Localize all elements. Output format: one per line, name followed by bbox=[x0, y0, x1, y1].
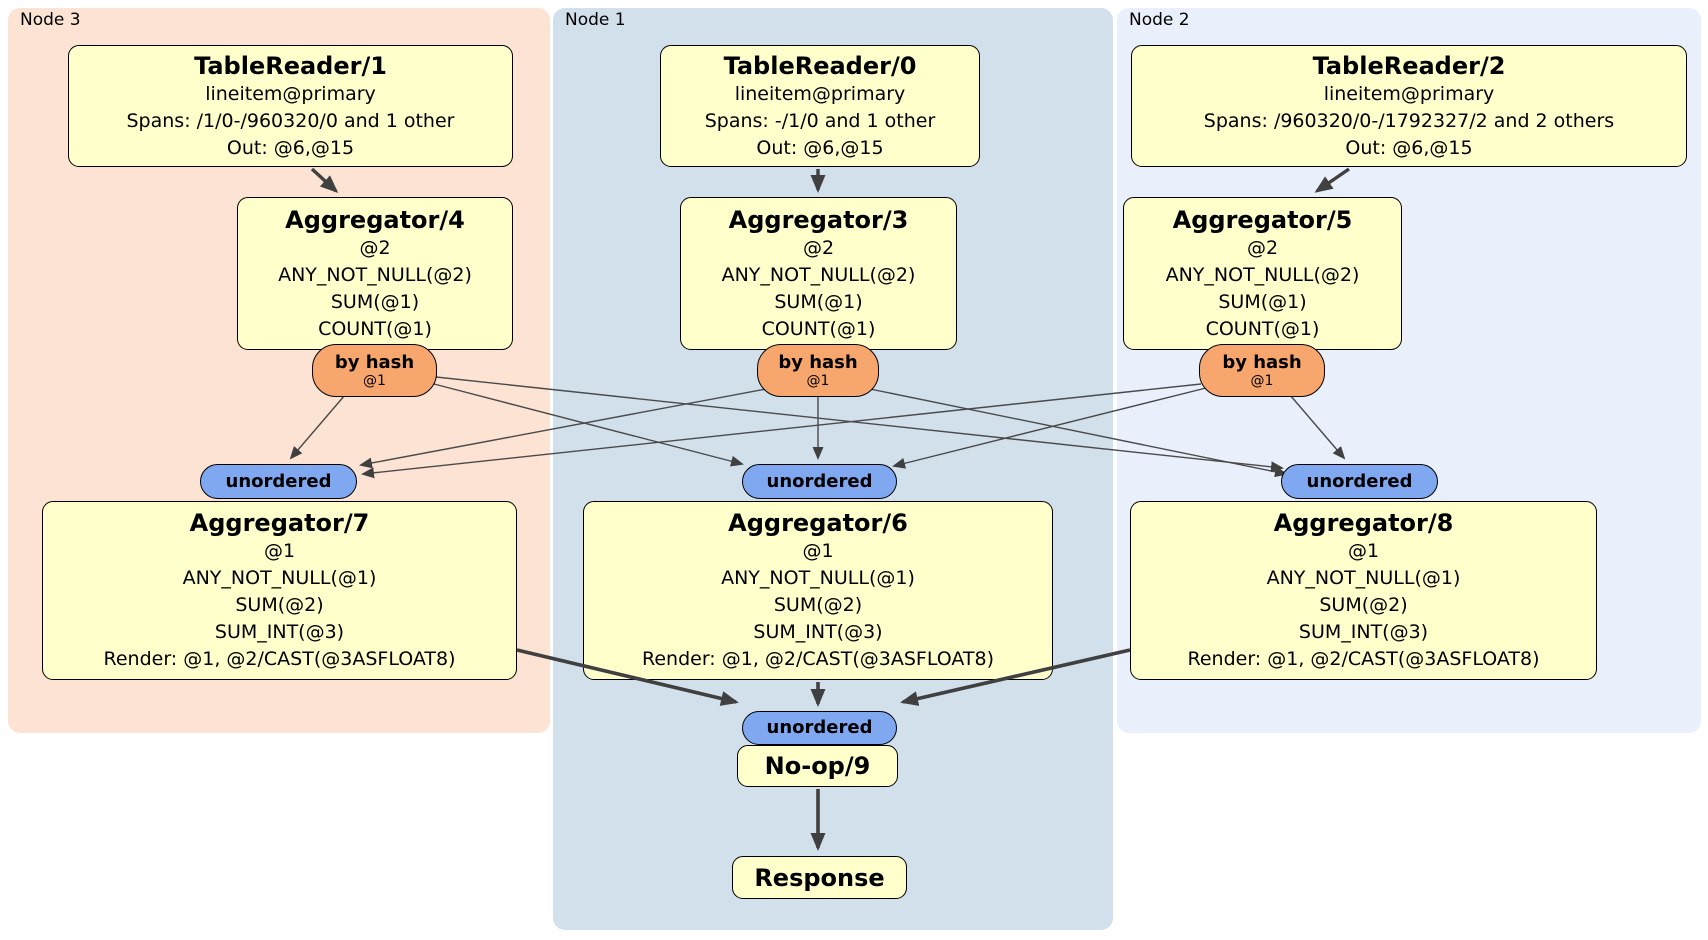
processor-aggregator-8: Aggregator/8 @1 ANY_NOT_NULL(@1) SUM(@2)… bbox=[1130, 501, 1597, 680]
router-by-hash-5: by hash @1 bbox=[1199, 344, 1325, 397]
processor-title: TableReader/2 bbox=[1312, 51, 1506, 80]
processor-spans: Spans: /960320/0-/1792327/2 and 2 others bbox=[1203, 109, 1615, 132]
processor-response: Response bbox=[732, 856, 907, 899]
processor-spans: Spans: -/1/0 and 1 other bbox=[704, 109, 936, 132]
router-by-hash-4: by hash @1 bbox=[312, 344, 437, 397]
router-label: by hash bbox=[1222, 352, 1302, 373]
processor-agg-fn: SUM_INT(@3) bbox=[1298, 621, 1429, 643]
router-hash-columns: @1 bbox=[1250, 373, 1274, 389]
processor-title: Aggregator/8 bbox=[1273, 509, 1454, 537]
processor-title: Aggregator/3 bbox=[728, 205, 909, 234]
processor-title: TableReader/0 bbox=[723, 51, 917, 80]
processor-agg-fn: ANY_NOT_NULL(@1) bbox=[721, 567, 915, 589]
processor-title: TableReader/1 bbox=[194, 51, 387, 80]
processor-agg-fn: ANY_NOT_NULL(@2) bbox=[721, 263, 916, 286]
processor-group-cols: @2 bbox=[359, 236, 391, 259]
region-label-node2: Node 2 bbox=[1129, 10, 1190, 30]
processor-index: lineitem@primary bbox=[734, 82, 906, 105]
processor-tablereader-2: TableReader/2 lineitem@primary Spans: /9… bbox=[1131, 45, 1687, 167]
router-by-hash-3: by hash @1 bbox=[757, 344, 879, 397]
processor-agg-fn: SUM(@2) bbox=[773, 594, 863, 616]
processor-out: Out: @6,@15 bbox=[226, 136, 355, 159]
processor-agg-fn: SUM(@1) bbox=[774, 290, 863, 313]
processor-agg-fn: SUM_INT(@3) bbox=[214, 621, 345, 643]
sync-label: unordered bbox=[225, 470, 332, 492]
processor-agg-fn: COUNT(@1) bbox=[318, 317, 432, 340]
processor-aggregator-5: Aggregator/5 @2 ANY_NOT_NULL(@2) SUM(@1)… bbox=[1123, 197, 1402, 350]
processor-agg-fn: ANY_NOT_NULL(@1) bbox=[182, 567, 377, 589]
processor-group-cols: @1 bbox=[802, 540, 834, 562]
region-label-node3: Node 3 bbox=[20, 10, 81, 30]
processor-title: Aggregator/6 bbox=[728, 509, 908, 537]
sync-label: unordered bbox=[1306, 470, 1413, 492]
processor-agg-fn: COUNT(@1) bbox=[761, 317, 876, 340]
processor-noop-9: No-op/9 bbox=[737, 745, 898, 787]
sync-unordered-left: unordered bbox=[200, 464, 357, 499]
sync-label: unordered bbox=[766, 717, 873, 738]
processor-aggregator-3: Aggregator/3 @2 ANY_NOT_NULL(@2) SUM(@1)… bbox=[680, 197, 957, 350]
processor-aggregator-7: Aggregator/7 @1 ANY_NOT_NULL(@1) SUM(@2)… bbox=[42, 501, 517, 680]
processor-out: Out: @6,@15 bbox=[756, 136, 884, 159]
region-label-node1: Node 1 bbox=[565, 10, 626, 30]
sync-label: unordered bbox=[766, 470, 873, 492]
processor-agg-fn: SUM_INT(@3) bbox=[753, 621, 883, 643]
processor-agg-fn: ANY_NOT_NULL(@2) bbox=[278, 263, 472, 286]
processor-title: Aggregator/4 bbox=[285, 205, 465, 234]
processor-tablereader-1: TableReader/1 lineitem@primary Spans: /1… bbox=[68, 45, 513, 167]
processor-title: No-op/9 bbox=[764, 752, 871, 780]
processor-out: Out: @6,@15 bbox=[1345, 136, 1473, 159]
processor-title: Aggregator/5 bbox=[1172, 205, 1353, 234]
processor-group-cols: @1 bbox=[1347, 540, 1380, 562]
processor-group-cols: @2 bbox=[802, 236, 835, 259]
processor-index: lineitem@primary bbox=[205, 82, 376, 105]
processor-agg-fn: ANY_NOT_NULL(@2) bbox=[1165, 263, 1360, 286]
router-hash-columns: @1 bbox=[363, 373, 386, 389]
processor-tablereader-0: TableReader/0 lineitem@primary Spans: -/… bbox=[660, 45, 980, 167]
processor-aggregator-4: Aggregator/4 @2 ANY_NOT_NULL(@2) SUM(@1)… bbox=[237, 197, 513, 350]
processor-group-cols: @1 bbox=[263, 540, 296, 562]
processor-render-expr: Render: @1, @2/CAST(@3ASFLOAT8) bbox=[103, 648, 456, 670]
processor-aggregator-6: Aggregator/6 @1 ANY_NOT_NULL(@1) SUM(@2)… bbox=[583, 501, 1053, 680]
sync-unordered-middle: unordered bbox=[742, 464, 897, 499]
router-hash-columns: @1 bbox=[806, 373, 830, 389]
processor-spans: Spans: /1/0-/960320/0 and 1 other bbox=[126, 109, 455, 132]
processor-agg-fn: SUM(@1) bbox=[1218, 290, 1307, 313]
processor-title: Response bbox=[754, 863, 885, 892]
processor-render-expr: Render: @1, @2/CAST(@3ASFLOAT8) bbox=[1187, 648, 1540, 670]
processor-group-cols: @2 bbox=[1246, 236, 1279, 259]
sync-unordered-final: unordered bbox=[742, 711, 897, 745]
sync-unordered-right: unordered bbox=[1281, 464, 1438, 499]
processor-agg-fn: SUM(@2) bbox=[235, 594, 324, 616]
processor-agg-fn: SUM(@1) bbox=[330, 290, 420, 313]
processor-index: lineitem@primary bbox=[1323, 82, 1495, 105]
router-label: by hash bbox=[778, 352, 858, 373]
processor-render-expr: Render: @1, @2/CAST(@3ASFLOAT8) bbox=[642, 648, 994, 670]
router-label: by hash bbox=[334, 352, 415, 373]
processor-agg-fn: ANY_NOT_NULL(@1) bbox=[1266, 567, 1461, 589]
processor-title: Aggregator/7 bbox=[189, 509, 370, 537]
processor-agg-fn: SUM(@2) bbox=[1319, 594, 1408, 616]
processor-agg-fn: COUNT(@1) bbox=[1205, 317, 1320, 340]
